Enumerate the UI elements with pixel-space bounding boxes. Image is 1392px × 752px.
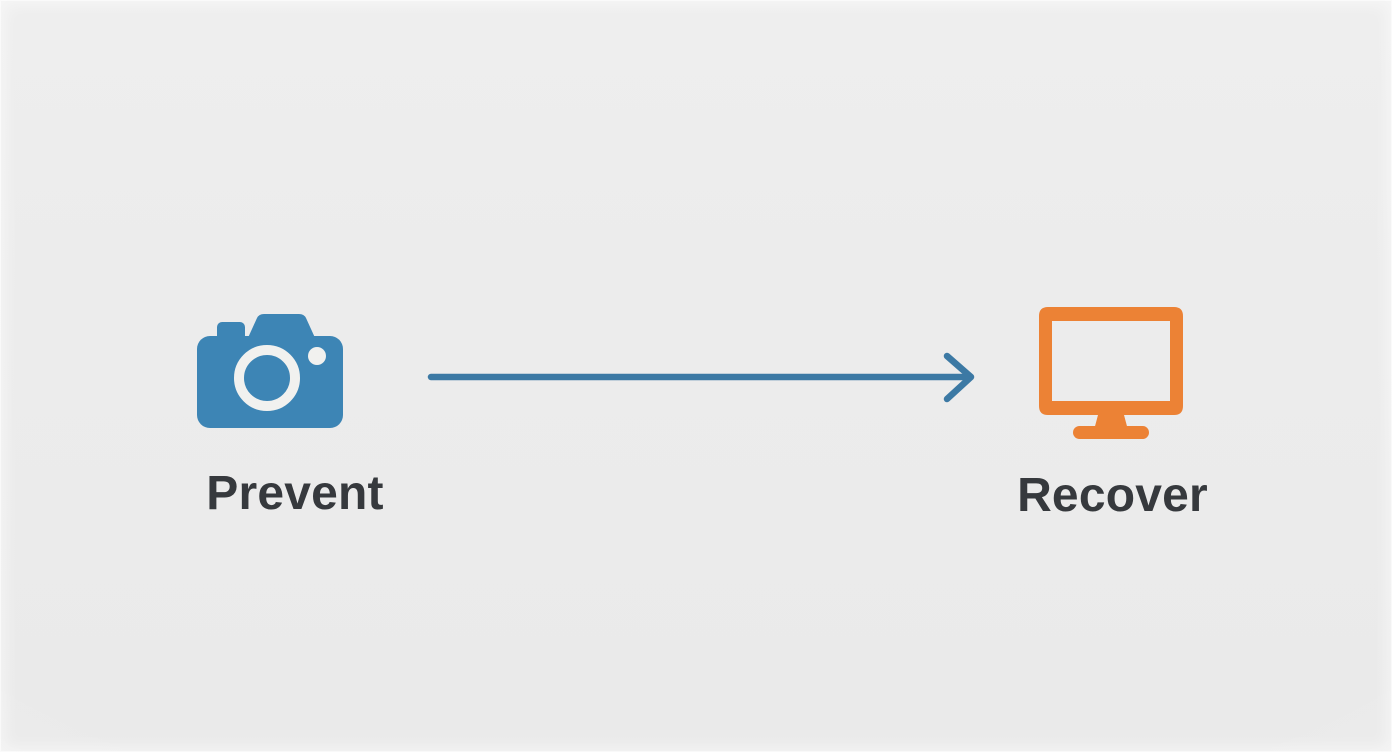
diagram-node-recover-label: Recover — [1017, 469, 1208, 522]
diagram-node-prevent-label: Prevent — [206, 467, 384, 520]
arrow-right-icon — [425, 344, 985, 412]
camera-icon — [195, 310, 395, 440]
monitor-icon — [1038, 300, 1188, 442]
diagram-node-prevent[interactable]: Prevent — [180, 310, 410, 521]
diagram-node-recover[interactable]: Recover — [1000, 300, 1225, 523]
